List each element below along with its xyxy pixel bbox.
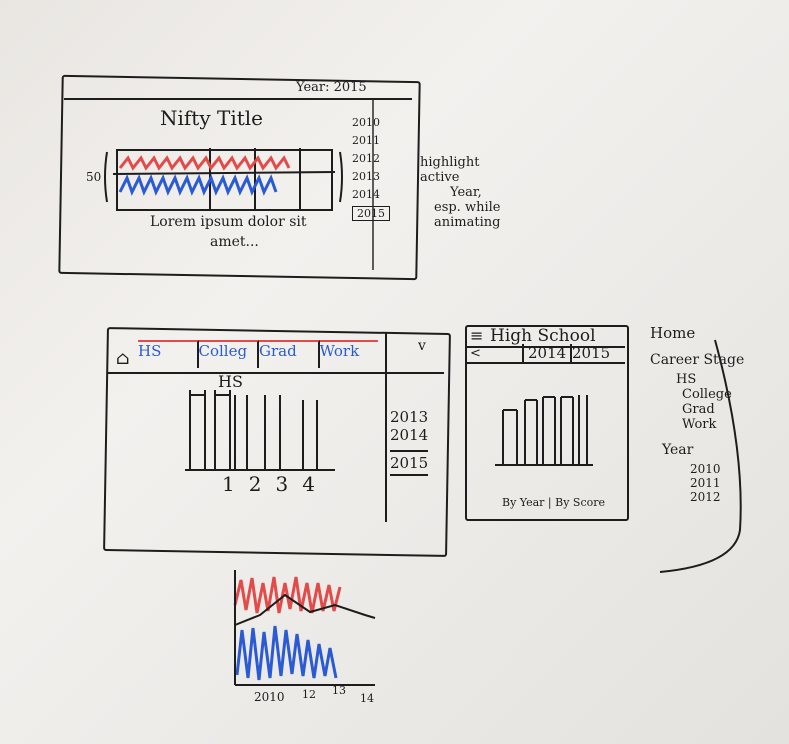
timeline-dashed-line bbox=[372, 100, 374, 270]
x-tick: 3 bbox=[275, 472, 289, 496]
mobile-year-tab[interactable]: 2015 bbox=[572, 344, 611, 362]
nifty-title: Nifty Title bbox=[160, 106, 263, 130]
sketch-mid-vertical-divider bbox=[385, 332, 387, 522]
tab-college[interactable]: Colleg bbox=[198, 340, 259, 368]
sketch-line-chart bbox=[233, 570, 376, 686]
sketch-top-header-line bbox=[64, 98, 412, 100]
year-item[interactable]: 2014 bbox=[352, 188, 380, 201]
nav-bracket bbox=[659, 339, 742, 573]
mobile-title: High School bbox=[490, 326, 596, 346]
x-tick: 1 bbox=[222, 472, 235, 496]
tab-work[interactable]: Work bbox=[319, 340, 378, 368]
lorem-line-1: Lorem ipsum dolor sit bbox=[150, 214, 307, 230]
tab-hs[interactable]: HS bbox=[138, 340, 199, 368]
tab-bar: HS Colleg Grad Work bbox=[138, 340, 378, 368]
year-item[interactable]: 2010 bbox=[352, 116, 380, 129]
blue-area-scribble bbox=[235, 625, 338, 681]
nav-list: Home Career Stage HS College Grad Work Y… bbox=[650, 324, 744, 504]
bar-group-outline bbox=[116, 149, 333, 211]
year-item[interactable]: 2011 bbox=[352, 134, 380, 147]
nav-year-item[interactable]: 2010 bbox=[690, 462, 721, 476]
x-tick: 12 bbox=[302, 688, 316, 701]
nav-year-item[interactable]: 2012 bbox=[690, 490, 721, 504]
mobile-header-line bbox=[467, 346, 625, 348]
sketch-mobile-frame bbox=[465, 325, 629, 521]
year-list-top: 2010 2011 2012 2013 2014 2015 bbox=[352, 116, 390, 221]
menu-icon[interactable]: ≡ bbox=[470, 326, 484, 345]
lorem-line-2: amet... bbox=[210, 234, 259, 250]
nav-stage-item[interactable]: College bbox=[682, 387, 732, 402]
mobile-year-tab[interactable]: 2014 bbox=[522, 344, 573, 362]
x-tick: 14 bbox=[360, 692, 374, 705]
sketch-mid-bars bbox=[185, 390, 335, 471]
nav-stage-item[interactable]: Work bbox=[682, 417, 717, 432]
year-item-active[interactable]: 2015 bbox=[390, 450, 429, 476]
home-icon[interactable]: ⌂ bbox=[116, 348, 130, 369]
year-list-mid: 2013 2014 2015 bbox=[390, 408, 429, 476]
year-item[interactable]: 2014 bbox=[390, 426, 429, 444]
nav-year-item[interactable]: 2011 bbox=[690, 476, 721, 490]
x-tick: 2010 bbox=[254, 690, 285, 704]
x-tick: 13 bbox=[332, 684, 346, 697]
x-tick: 4 bbox=[302, 472, 315, 496]
nav-home[interactable]: Home bbox=[650, 324, 696, 342]
sketch-mid-header-line bbox=[108, 372, 444, 374]
prev-arrow-icon[interactable]: < bbox=[470, 346, 481, 361]
year-item[interactable]: 2013 bbox=[390, 408, 429, 426]
year-item[interactable]: 2013 bbox=[352, 170, 380, 183]
tab-grad[interactable]: Grad bbox=[259, 340, 320, 368]
mobile-subheader-line bbox=[467, 362, 625, 364]
blue-series-scribble bbox=[118, 174, 278, 196]
hs-label: HS bbox=[218, 372, 243, 391]
divider-line bbox=[234, 593, 376, 626]
sketch-top-bars bbox=[104, 148, 343, 211]
year-indicator: Year: 2015 bbox=[296, 80, 367, 95]
x-axis-ticks: 1 2 3 4 bbox=[222, 472, 315, 496]
nav-stage-item[interactable]: HS bbox=[676, 372, 697, 387]
nav-stage-item[interactable]: Grad bbox=[682, 402, 715, 417]
mobile-footer[interactable]: By Year | By Score bbox=[502, 496, 606, 509]
x-tick: 2 bbox=[248, 472, 262, 496]
year-item[interactable]: 2012 bbox=[352, 152, 380, 165]
axis-50-label: 50 bbox=[86, 170, 102, 184]
year-item-active[interactable]: 2015 bbox=[352, 206, 390, 221]
nav-year[interactable]: Year bbox=[662, 442, 694, 458]
chevron-down-icon[interactable]: v bbox=[418, 338, 426, 354]
mobile-bars bbox=[495, 395, 593, 466]
red-series-scribble bbox=[118, 155, 291, 171]
annotation-note: highlight active Year, esp. while animat… bbox=[420, 155, 501, 230]
